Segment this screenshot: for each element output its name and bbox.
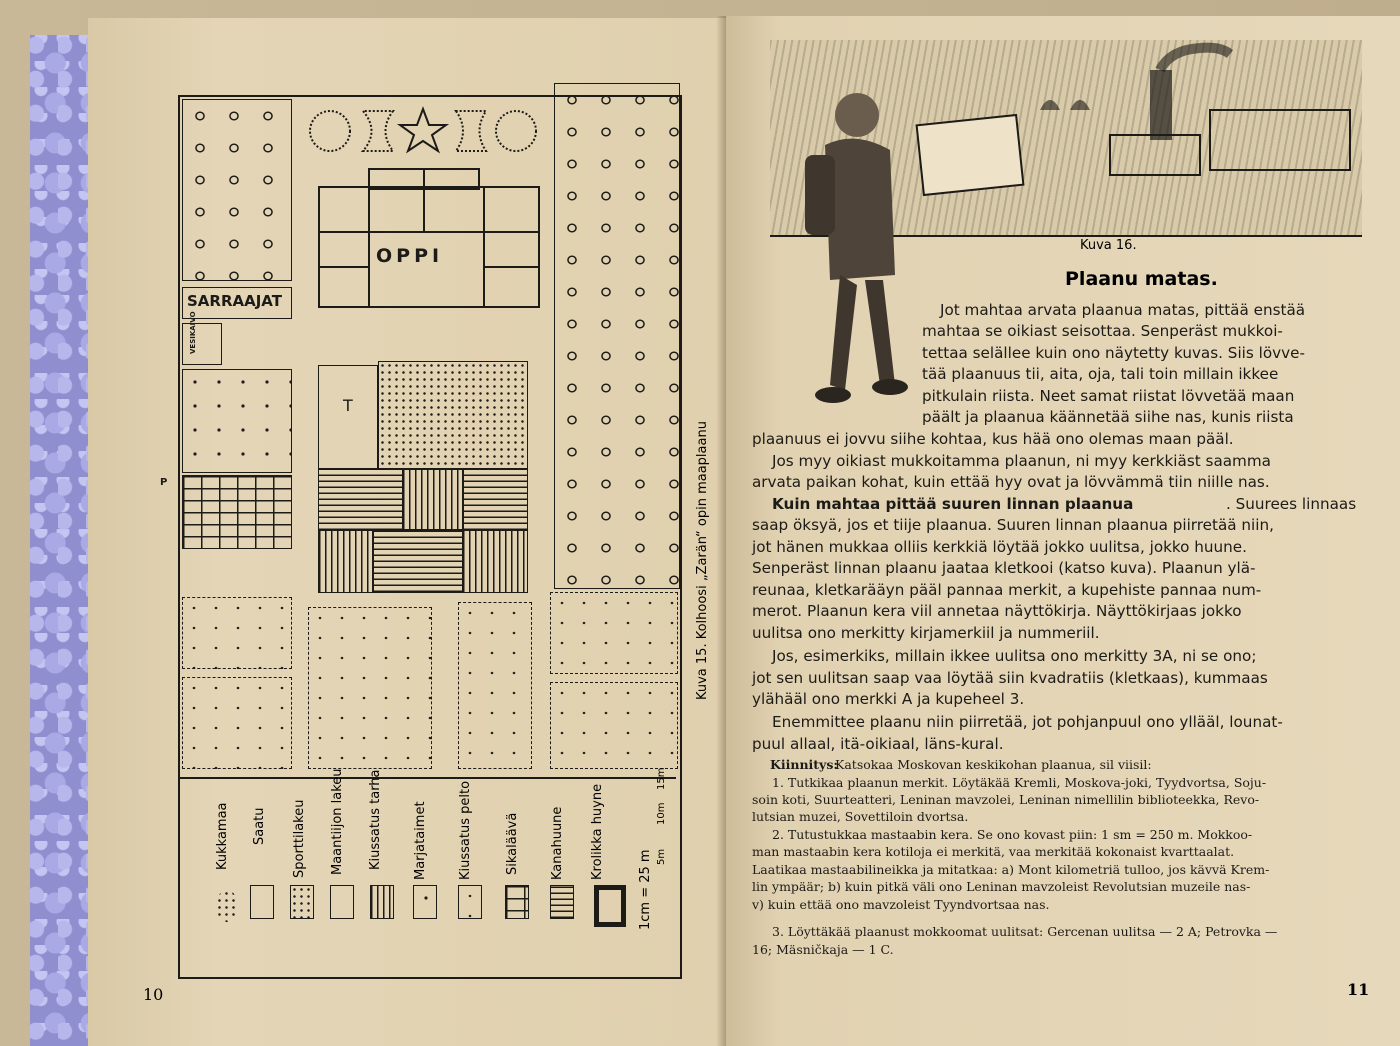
page-number-right: 11 [1347, 980, 1370, 999]
field-plot-6 [550, 682, 678, 769]
greenhouses-plot: SARRAAJAT [182, 287, 292, 319]
text-line: saap öksyä, jos et tiije plaanua. Suuren… [752, 516, 1274, 534]
exercise-title: Kiinnitys: [770, 757, 838, 772]
text-line: merot. Plaanun kera viil annetaa näyttök… [752, 602, 1242, 620]
exercise-line: Laatikaa mastaabilineikka ja mitatkaa: a… [752, 862, 1270, 877]
text-line: tää plaanuus tii, aita, oja, tali toin m… [922, 365, 1279, 383]
vertical-lines-icon [370, 885, 394, 919]
field-plot-3 [308, 607, 432, 769]
experimental-garden-plot-1 [402, 469, 464, 531]
page-number-left: 10 [143, 985, 164, 1004]
legend-label: Marjataimet [413, 801, 428, 880]
flowerbed-row-icon [309, 106, 537, 154]
text-line: puul allaal, itä-oikiaal, läns-kural. [752, 735, 1004, 753]
exercise-line: 1. Tutkikaa plaanun merkit. Löytäkää Kre… [772, 775, 1267, 790]
field-plot-2 [182, 677, 292, 769]
text-line: arvata paikan kohat, kuin ettää hyy ovat… [752, 473, 1270, 491]
field-plot-5 [550, 592, 678, 674]
school-plot-map: SARRAAJAT VESIKAIVO OPPI P T [160, 83, 682, 979]
scale-mark: 10m [656, 802, 667, 825]
exercise-line: lin ympäär; b) kuin pitkä väli ono Lenin… [752, 879, 1251, 894]
exercise-line: v) kuin ettää ono mavzoleist Tyyndvortsa… [752, 897, 1050, 912]
exercise-line: 3. Löyttäkää plaanust mokkoomat uulitsat… [772, 924, 1278, 939]
exercise-line: 2. Tutustukkaa mastaabin kera. Se ono ko… [772, 827, 1253, 842]
legend-label: Kiussatus tarha [368, 769, 383, 870]
field-plot-1 [182, 597, 292, 669]
legend-label: Sporttilakeu [292, 799, 307, 879]
text-line: päält ja plaanua käännetää siihe nas, ku… [922, 408, 1294, 426]
frame-icon [594, 885, 626, 927]
legend-label: Maantiijon lakeu [330, 768, 345, 875]
text-line: tettaa selällee kuin ono näytetty kuvas.… [922, 344, 1305, 362]
well-plot: VESIKAIVO [182, 311, 222, 365]
text-line: plaanuus ei jovvu siihe kohtaa, kus hää … [752, 430, 1234, 448]
well-label: VESIKAIVO [189, 311, 197, 354]
berry-plot [182, 369, 292, 473]
triangles-icon [413, 885, 437, 919]
text-line: jot hänen mukkaa olliis kerkkiä löytää j… [752, 538, 1247, 556]
dots-square-icon [458, 885, 482, 919]
chicken-house-plot [318, 469, 404, 531]
legend-label: Kukkamaa [215, 802, 230, 870]
legend-box [180, 777, 676, 975]
p-marker: P [160, 477, 168, 488]
scale-mark: 15m [656, 767, 667, 790]
stipple-square-icon [290, 885, 314, 919]
text-line: Jos myy oikiast mukkoitamma plaanun, ni … [772, 452, 1271, 470]
text-line: reunaa, kletkarääyn pääl pannaa merkit, … [752, 581, 1262, 599]
school-building [318, 168, 540, 308]
figure-16-caption: Kuva 16. [1080, 238, 1137, 253]
chicken-house-plot-2 [462, 469, 528, 531]
bold-subheading: Kuin mahtaa pittää suuren linnan plaanua [772, 495, 1134, 513]
exercise-line: man mastaabin kera kotiloja ei merkitä, … [752, 844, 1235, 859]
text-line: . Suurees linnaas [1226, 495, 1357, 513]
field-plot-4 [458, 602, 532, 769]
orchard-plot-right [554, 83, 680, 589]
legend-label: Kiussatus pelto [458, 780, 473, 880]
orchard-plot [182, 99, 292, 281]
exercise-intro: Katsokaa Moskovan keskikohan plaanua, si… [835, 757, 1152, 772]
chicken-house-plot-3 [372, 529, 464, 593]
exercise-line: soin koti, Suurteatteri, Leninan mavzole… [752, 792, 1260, 807]
legend-label: Saatu [252, 807, 267, 845]
school-label: OPPI [376, 245, 444, 267]
legend-label: Krolikka huyne [590, 783, 605, 880]
stipple-circle-icon [216, 890, 238, 922]
greenhouses-label: SARRAAJAT [187, 292, 282, 310]
tree-circles-icon [250, 885, 274, 919]
scale-label: 1cm = 25 m [638, 849, 653, 930]
text-line: jot sen uulitsan saap vaa löytää siin kv… [752, 669, 1268, 687]
text-line: ylähääl ono merkki A ja kupeheel 3. [752, 690, 1025, 708]
text-line: Jot mahtaa arvata plaanua matas, pittää … [940, 301, 1306, 319]
brick-icon [505, 885, 529, 919]
survey-marks-icon [330, 885, 354, 919]
text-line: uulitsa ono merkitty kirjamerkiil ja num… [752, 624, 1100, 642]
legend-label: Kanahuune [550, 806, 565, 880]
survey-plot: T [318, 365, 378, 469]
factory-landscape-icon [915, 42, 1351, 197]
sports-field-plot [378, 361, 528, 469]
figure-15-caption: Kuva 15. Kolhoosi „Zarän“ opin maaplaanu [695, 421, 710, 700]
marbled-spine [30, 35, 90, 1046]
experimental-garden-plot-3 [462, 529, 528, 593]
text-line: Senperäst linnan plaanu jaataa kletkooi … [752, 559, 1256, 577]
text-line: Jos, esimerkiks, millain ikkee uulitsa o… [772, 647, 1257, 665]
text-line: pitkulain riista. Neet samat riistat löv… [922, 387, 1295, 405]
experimental-garden-plot-2 [318, 529, 374, 593]
text-line: mahtaa se oikiast seisottaa. Senperäst m… [922, 322, 1283, 340]
exercise-line: 16; Mäsničkaja — 1 C. [752, 942, 894, 957]
pigsty-plot [182, 475, 292, 549]
survey-plot-t-label: T [343, 396, 353, 415]
exercise-line: lutsian muzei, Sovettiloin dvortsa. [752, 809, 969, 824]
boy-with-map-icon [805, 93, 908, 403]
horizontal-lines-icon [550, 885, 574, 919]
text-line: Enemmittee plaanu niin piirretää, jot po… [772, 713, 1283, 731]
scale-mark: 5m [656, 848, 667, 865]
section-heading: Plaanu matas. [1065, 268, 1218, 290]
legend-label: Sikaläävä [505, 812, 520, 875]
